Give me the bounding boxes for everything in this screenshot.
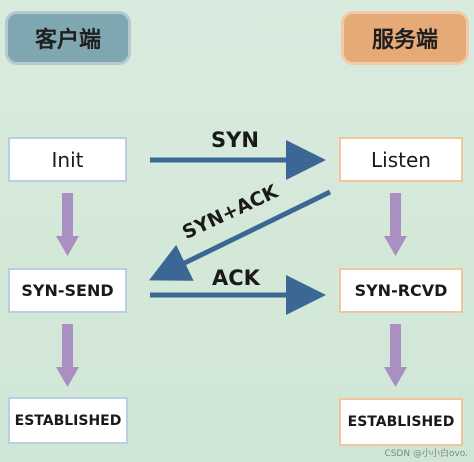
watermark: CSDN @小小白ovo. <box>384 449 468 459</box>
client-transition-arrow-1 <box>56 193 79 256</box>
client-transition-arrow-2 <box>56 324 79 387</box>
state-init: Init <box>8 137 127 182</box>
client-header: 客户端 <box>5 11 131 65</box>
server-header: 服务端 <box>341 11 469 65</box>
server-transition-arrow-1 <box>384 193 407 256</box>
ack-label: ACK <box>212 266 260 290</box>
state-listen: Listen <box>339 137 463 182</box>
state-established-client: ESTABLISHED <box>8 397 128 444</box>
state-syn-rcvd: SYN-RCVD <box>339 268 463 313</box>
syn-label: SYN <box>211 128 259 152</box>
state-syn-send: SYN-SEND <box>8 268 127 313</box>
server-transition-arrow-2 <box>384 324 407 387</box>
state-established-server: ESTABLISHED <box>339 398 463 446</box>
syn-ack-arrow <box>149 189 332 281</box>
